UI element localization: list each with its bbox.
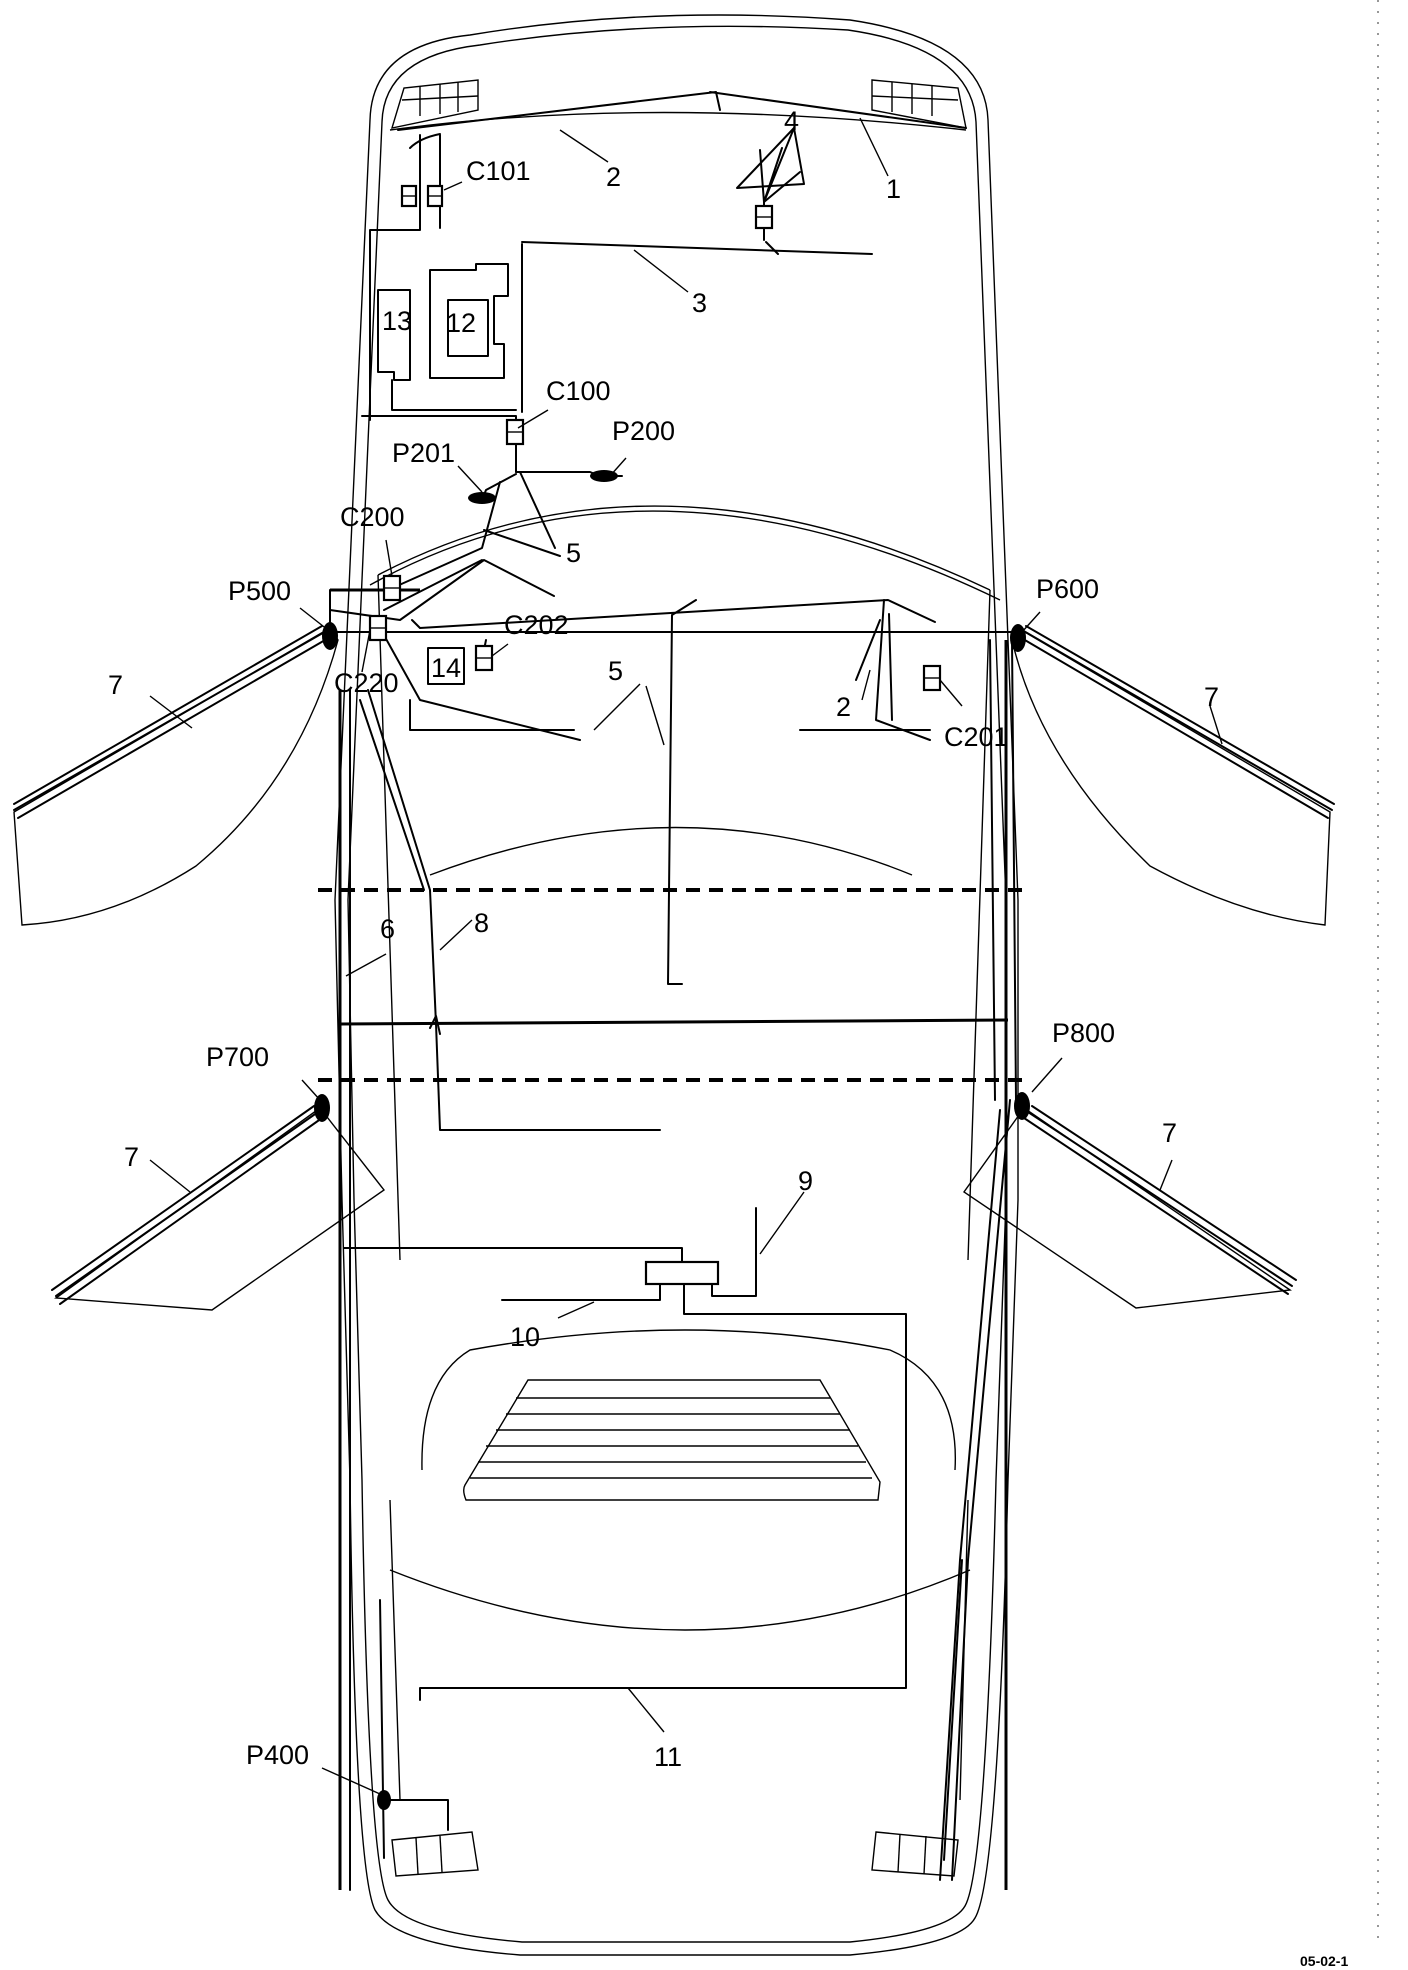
label-c100: C100	[546, 376, 611, 406]
label-c200: C200	[340, 502, 405, 532]
label-7-rear-left: 7	[124, 1142, 139, 1172]
label-7-front-left: 7	[108, 670, 123, 700]
label-8: 8	[474, 908, 489, 938]
module-9-10	[644, 1260, 720, 1286]
label-12: 12	[446, 308, 476, 338]
pass-through-p800	[1014, 1092, 1030, 1120]
windshield-outline	[369, 510, 1001, 601]
component-14-box	[427, 647, 465, 685]
label-7-front-right: 7	[1204, 682, 1219, 712]
label-14: 14	[431, 653, 461, 683]
car-body-outline	[334, 14, 1019, 1956]
pass-through-p200	[590, 470, 618, 482]
leader-lines	[149, 117, 1223, 1795]
connector-c101	[400, 184, 444, 208]
rear-window	[463, 1379, 881, 1501]
connector-item-4	[754, 204, 774, 230]
pass-through-p500	[322, 622, 338, 650]
right-tail-lamp	[871, 1831, 959, 1877]
label-11: 11	[654, 1742, 682, 1772]
connector-c100	[505, 418, 525, 446]
label-3: 3	[692, 288, 707, 318]
label-13: 13	[382, 306, 412, 336]
connector-c202	[474, 644, 494, 672]
label-9: 9	[798, 1166, 813, 1196]
connector-c220	[368, 614, 388, 642]
left-tail-lamp	[391, 1831, 479, 1877]
label-6: 6	[380, 914, 395, 944]
label-7-rear-right: 7	[1162, 1118, 1177, 1148]
label-p600: P600	[1036, 574, 1099, 604]
front-left-door	[13, 625, 339, 926]
left-headlamp	[390, 79, 479, 129]
label-p200: P200	[612, 416, 675, 446]
label-4: 4	[784, 106, 799, 136]
label-5-top: 5	[566, 538, 581, 568]
label-c202: C202	[504, 610, 569, 640]
label-2-right: 2	[836, 692, 851, 722]
label-c101: C101	[466, 156, 531, 186]
pass-through-p201	[468, 492, 496, 504]
pass-through-p600	[1010, 624, 1026, 652]
label-p700: P700	[206, 1042, 269, 1072]
figure-code: 05-02-1	[1300, 1953, 1348, 1969]
label-2: 2	[606, 162, 621, 192]
label-c220: C220	[334, 668, 399, 698]
label-c201: C201	[944, 722, 1009, 752]
label-p400: P400	[246, 1740, 309, 1770]
label-p800: P800	[1052, 1018, 1115, 1048]
rear-right-door	[963, 1105, 1297, 1309]
label-p500: P500	[228, 576, 291, 606]
rear-left-door	[51, 1105, 386, 1311]
front-right-door	[1011, 625, 1335, 926]
pass-through-p700	[314, 1094, 330, 1122]
label-5-mid: 5	[608, 656, 623, 686]
connector-c201	[922, 664, 942, 692]
labels: 1 2 3 4 5 5 2 6 8 7 7 7 7 9 10 11 12 13 …	[108, 106, 1219, 1772]
pass-through-p400	[377, 1790, 391, 1810]
label-10: 10	[510, 1322, 540, 1352]
harnesses	[329, 91, 1019, 1891]
roof-outline	[377, 574, 991, 1261]
label-1: 1	[886, 174, 901, 204]
label-p201: P201	[392, 438, 455, 468]
connector-c200	[382, 574, 402, 602]
